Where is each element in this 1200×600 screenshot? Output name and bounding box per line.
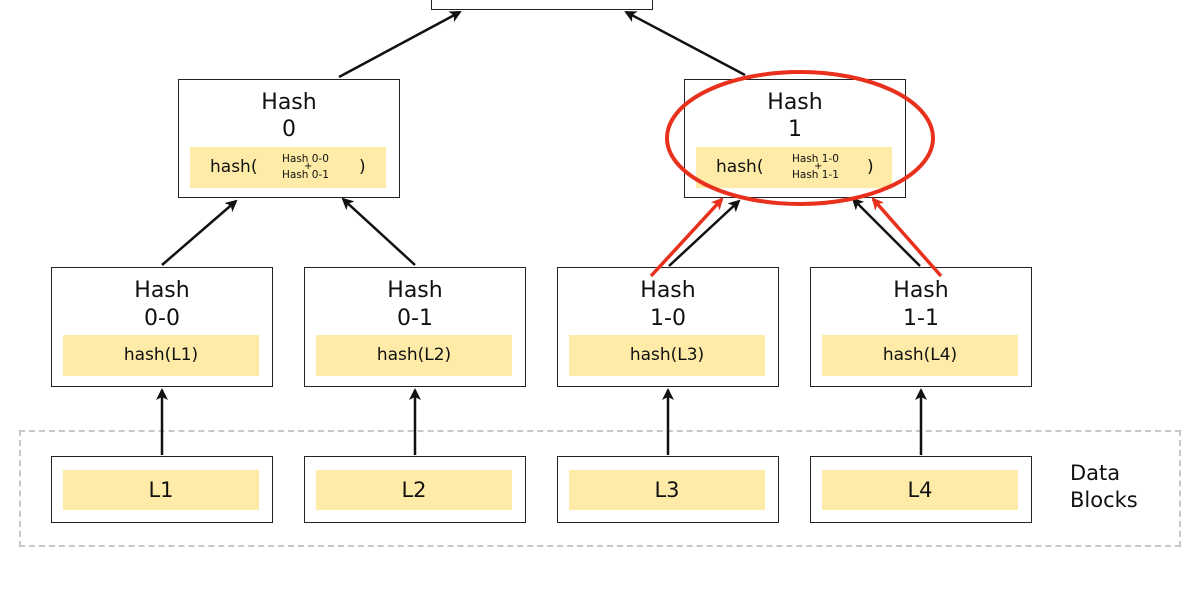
data-block-fill: L1	[63, 470, 259, 510]
data-block-l1: L1	[51, 456, 273, 523]
hash-function-open: hash(	[210, 157, 258, 177]
node-hash-0-subtitle: 0	[282, 117, 296, 142]
data-block-l4: L4	[810, 456, 1032, 523]
node-hash-0-1-title: Hash	[387, 278, 443, 303]
node-hash-0-1: Hash 0-1 hash(L2)	[304, 267, 526, 387]
data-blocks-label-line2: Blocks	[1070, 488, 1138, 512]
hash-function-close: )	[867, 157, 874, 177]
node-hash-0-title: Hash	[261, 90, 317, 115]
data-block-fill: L3	[569, 470, 765, 510]
data-blocks-group	[19, 430, 1181, 547]
data-block-fill: L4	[822, 470, 1018, 510]
node-hash-0-function: hash( Hash 0-0 + Hash 0-1 )	[190, 147, 386, 188]
data-block-l3: L3	[557, 456, 779, 523]
node-hash-1-1-function: hash(L4)	[822, 335, 1018, 376]
data-block-fill: L2	[316, 470, 512, 510]
hash-arg-0-0: Hash 0-0	[282, 153, 329, 165]
hash-arg-0-1: Hash 0-1	[282, 169, 329, 181]
hash-function-close: )	[359, 157, 366, 177]
data-block-l2: L2	[304, 456, 526, 523]
node-hash-0: Hash 0 hash( Hash 0-0 + Hash 0-1 )	[178, 79, 400, 198]
node-hash-1-1-title: Hash	[893, 278, 949, 303]
highlight-ellipse	[665, 70, 935, 206]
data-block-label: L2	[401, 478, 427, 502]
node-hash-0-1-subtitle: 0-1	[397, 306, 433, 331]
plus-sign: +	[304, 161, 313, 172]
edge-hash1-to-root	[624, 10, 746, 77]
edge-hash00-to-hash0	[161, 199, 238, 266]
edge-hash0-to-root	[338, 10, 462, 79]
plus-sign: +	[814, 161, 823, 172]
hash-arg-1-1: Hash 1-1	[792, 169, 839, 181]
node-hash-1-0: Hash 1-0 hash(L3)	[557, 267, 779, 387]
node-hash-0-0-subtitle: 0-0	[144, 306, 180, 331]
edge-hash10-to-hash1	[668, 199, 741, 267]
hash-function: hash(L2)	[376, 345, 452, 365]
node-hash-0-0: Hash 0-0 hash(L1)	[51, 267, 273, 387]
node-hash-1-0-function: hash(L3)	[569, 335, 765, 376]
edge-hash01-to-hash0	[341, 197, 416, 266]
node-hash-1-1: Hash 1-1 hash(L4)	[810, 267, 1032, 387]
hash-function: hash(L1)	[123, 345, 199, 365]
red-edge-hash11-to-hash1	[871, 197, 943, 278]
hash-function: hash(L4)	[882, 345, 958, 365]
edge-hash11-to-hash1	[851, 197, 921, 267]
node-hash-1-title: Hash	[767, 90, 823, 115]
node-hash-0-0-title: Hash	[134, 278, 190, 303]
data-block-label: L1	[148, 478, 174, 502]
data-block-label: L3	[654, 478, 680, 502]
node-hash-1-0-title: Hash	[640, 278, 696, 303]
node-hash-0-1-function: hash(L2)	[316, 335, 512, 376]
hash-function-open: hash(	[716, 157, 764, 177]
node-hash-1-0-subtitle: 1-0	[650, 306, 686, 331]
node-hash-1-1-subtitle: 1-1	[903, 306, 939, 331]
hash-arg-1-0: Hash 1-0	[792, 153, 839, 165]
hash-function: hash(L3)	[629, 345, 705, 365]
data-blocks-label-line1: Data	[1070, 461, 1121, 485]
node-hash-1: Hash 1 hash( Hash 1-0 + Hash 1-1 )	[684, 79, 906, 198]
node-hash-1-subtitle: 1	[788, 117, 802, 142]
data-block-label: L4	[907, 478, 933, 502]
root-node	[431, 0, 653, 10]
node-hash-0-0-function: hash(L1)	[63, 335, 259, 376]
node-hash-1-function: hash( Hash 1-0 + Hash 1-1 )	[696, 147, 892, 188]
red-edge-hash10-to-hash1	[649, 197, 724, 278]
